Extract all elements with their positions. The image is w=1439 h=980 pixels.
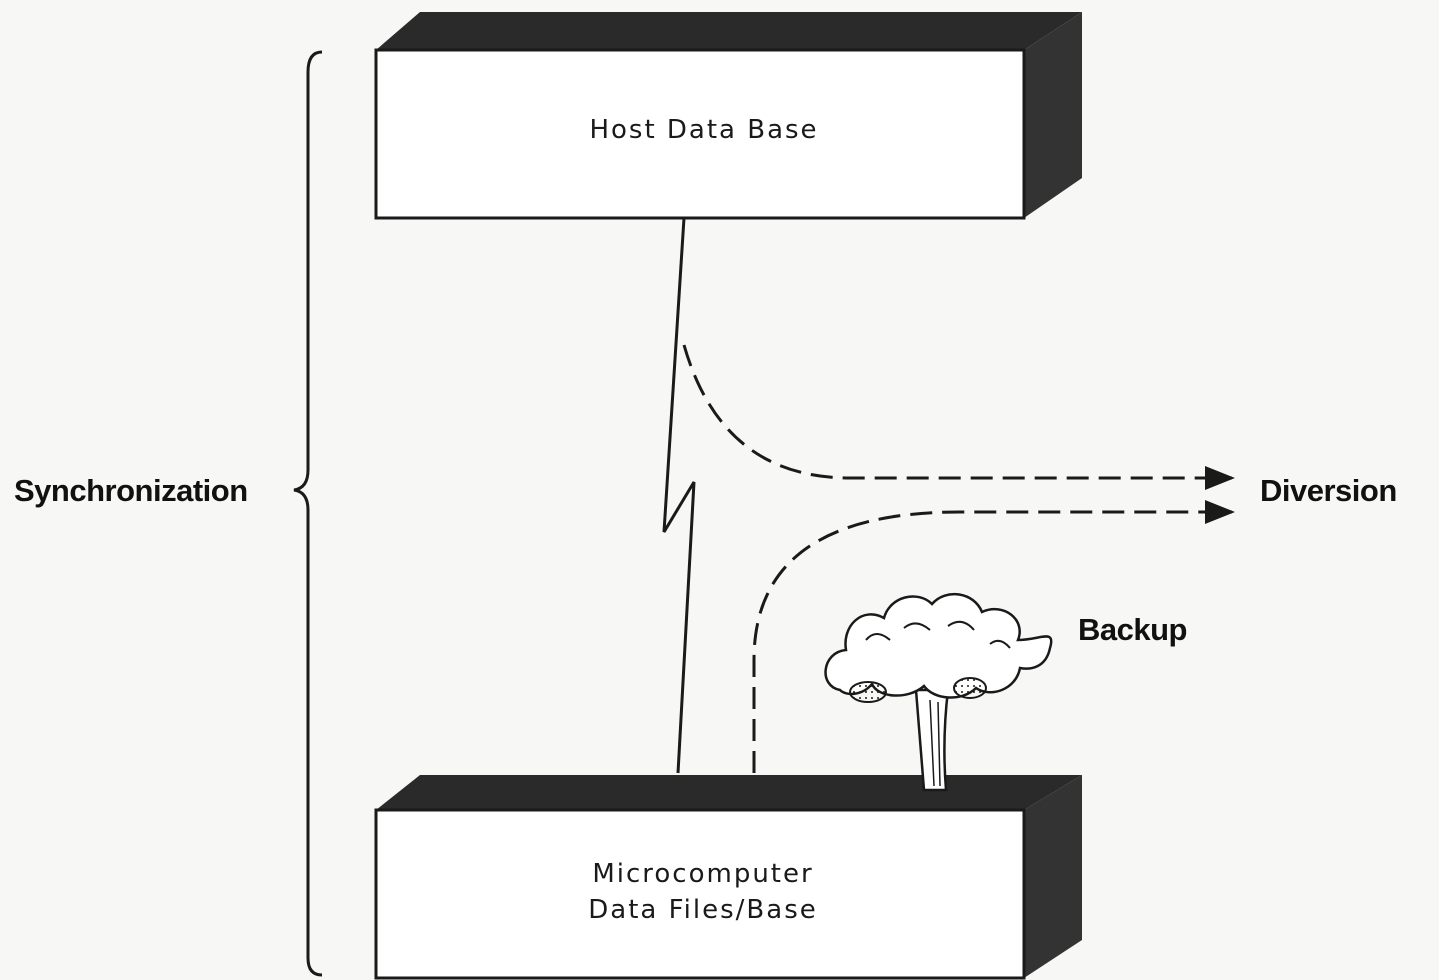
host-box-label: Host Data Base: [589, 115, 818, 145]
host-box-top-face: [376, 12, 1082, 50]
mushroom-cloud-icon: [824, 592, 1053, 792]
mushroom-cloud-cap: [824, 592, 1053, 699]
mushroom-cloud-stem-streak: [929, 699, 941, 787]
microcomputer-box: Microcomputer Data Files/Base: [374, 775, 1082, 980]
host-box-front-face: [374, 48, 1026, 220]
micro-box-side-face: [1024, 775, 1082, 978]
mushroom-cloud-shadow-left: [849, 681, 887, 703]
mushroom-cloud-shadow-right: [953, 677, 987, 699]
diversion-arrow-upper: [682, 344, 1235, 490]
lightning-link-icon: [662, 217, 696, 774]
mushroom-cloud-detail: [865, 620, 1011, 649]
host-data-base-box: Host Data Base: [374, 12, 1082, 220]
synchronization-brace: [293, 50, 323, 977]
diversion-arrow-lower: [752, 500, 1235, 773]
backup-label: Backup: [1078, 612, 1187, 647]
micro-box-front-face: [374, 808, 1026, 980]
micro-box-label-line-2: Data Files/Base: [588, 895, 817, 925]
host-box-side-face: [1024, 12, 1082, 218]
synchronization-label: Synchronization: [14, 473, 248, 508]
micro-box-label-line-1: Microcomputer: [592, 859, 813, 889]
micro-box-top-face: [376, 775, 1082, 810]
diversion-label: Diversion: [1260, 473, 1397, 508]
